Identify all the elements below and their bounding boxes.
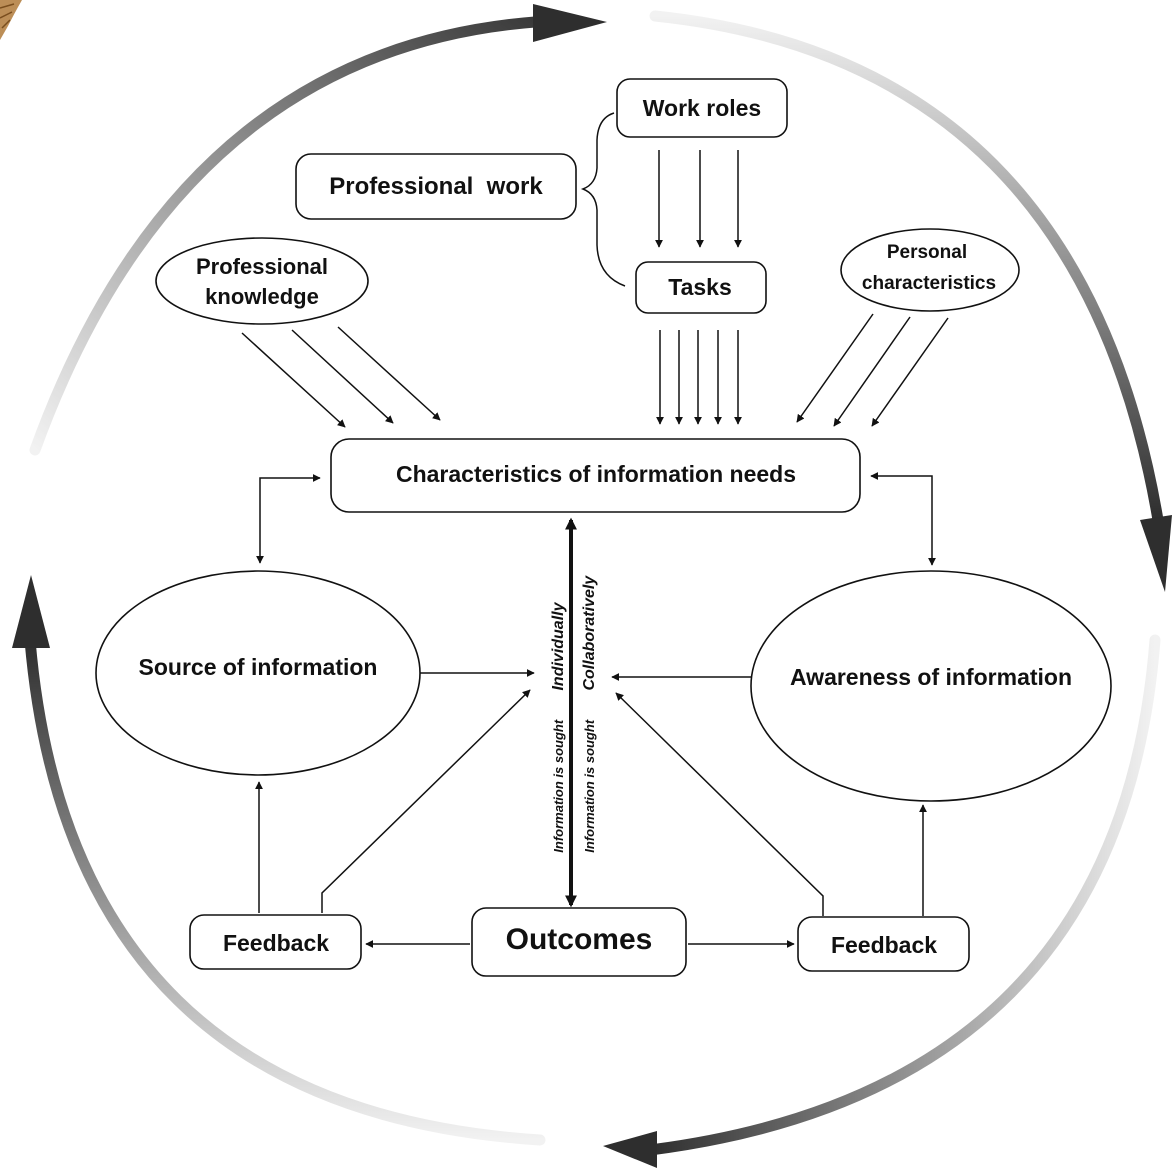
individually-prefix: Information is sought	[551, 719, 566, 853]
collaboratively-word: Collaboratively	[581, 575, 598, 691]
feedback-left-label: Feedback	[223, 930, 329, 956]
information-needs-label: Characteristics of information needs	[396, 461, 796, 487]
cycle-arrowhead-bottom	[603, 1131, 657, 1168]
cycle-arrow-top	[29, 16, 541, 456]
tasks-box: Tasks	[635, 261, 767, 314]
outcomes-box: Outcomes	[471, 907, 687, 977]
cycle-arrowhead-left	[12, 575, 50, 648]
professional-work-label: Professional work	[329, 173, 543, 200]
work-roles-box: Work roles	[616, 78, 788, 138]
cycle-arrowhead-right	[1140, 515, 1172, 592]
information-needs-box: Characteristics of information needs	[330, 438, 861, 513]
collaboratively-prefix: Information is sought	[582, 719, 597, 853]
tasks-label: Tasks	[668, 274, 732, 300]
cycle-arrow-left	[24, 634, 546, 1146]
svg-text:Information is sought Co: Information is sought Collaboratively	[581, 558, 598, 878]
svg-text:Information is sought In: Information is sought Individually	[550, 584, 567, 878]
cycle-arrows	[12, 4, 1172, 1168]
cycle-arrow-bottom	[644, 634, 1161, 1156]
cycle-arrowhead-top	[533, 4, 607, 42]
professional-knowledge-ellipse: Professional knowledge	[155, 237, 369, 325]
source-of-information-ellipse: Source of information	[95, 570, 421, 776]
feedback-right-label: Feedback	[831, 932, 937, 958]
awareness-of-information-ellipse: Awareness of information	[750, 570, 1112, 802]
personal-characteristics-line-1: Personal	[887, 242, 967, 263]
individually-word: Individually	[550, 601, 567, 690]
personal-characteristics-line-2: characteristics	[862, 273, 996, 294]
awareness-of-information-label: Awareness of information	[790, 664, 1072, 690]
work-roles-label: Work roles	[643, 95, 761, 121]
individually-axis-label: Information is sought Individually	[550, 584, 567, 878]
cycle-arrow-right	[649, 10, 1164, 526]
professional-work-box: Professional work	[295, 153, 577, 220]
source-of-information-label: Source of information	[139, 654, 378, 680]
professional-knowledge-line-2: knowledge	[205, 284, 319, 309]
feedback-right-box: Feedback	[797, 916, 970, 972]
corner-decoration	[0, 0, 22, 40]
collaboratively-axis-label: Information is sought Collaboratively	[581, 558, 598, 878]
feedback-left-box: Feedback	[189, 914, 362, 970]
connectors	[241, 112, 949, 948]
brace	[580, 112, 626, 287]
personal-characteristics-ellipse: Personal characteristics	[840, 228, 1020, 312]
outcomes-label: Outcomes	[506, 923, 653, 956]
professional-knowledge-line-1: Professional	[196, 254, 328, 279]
